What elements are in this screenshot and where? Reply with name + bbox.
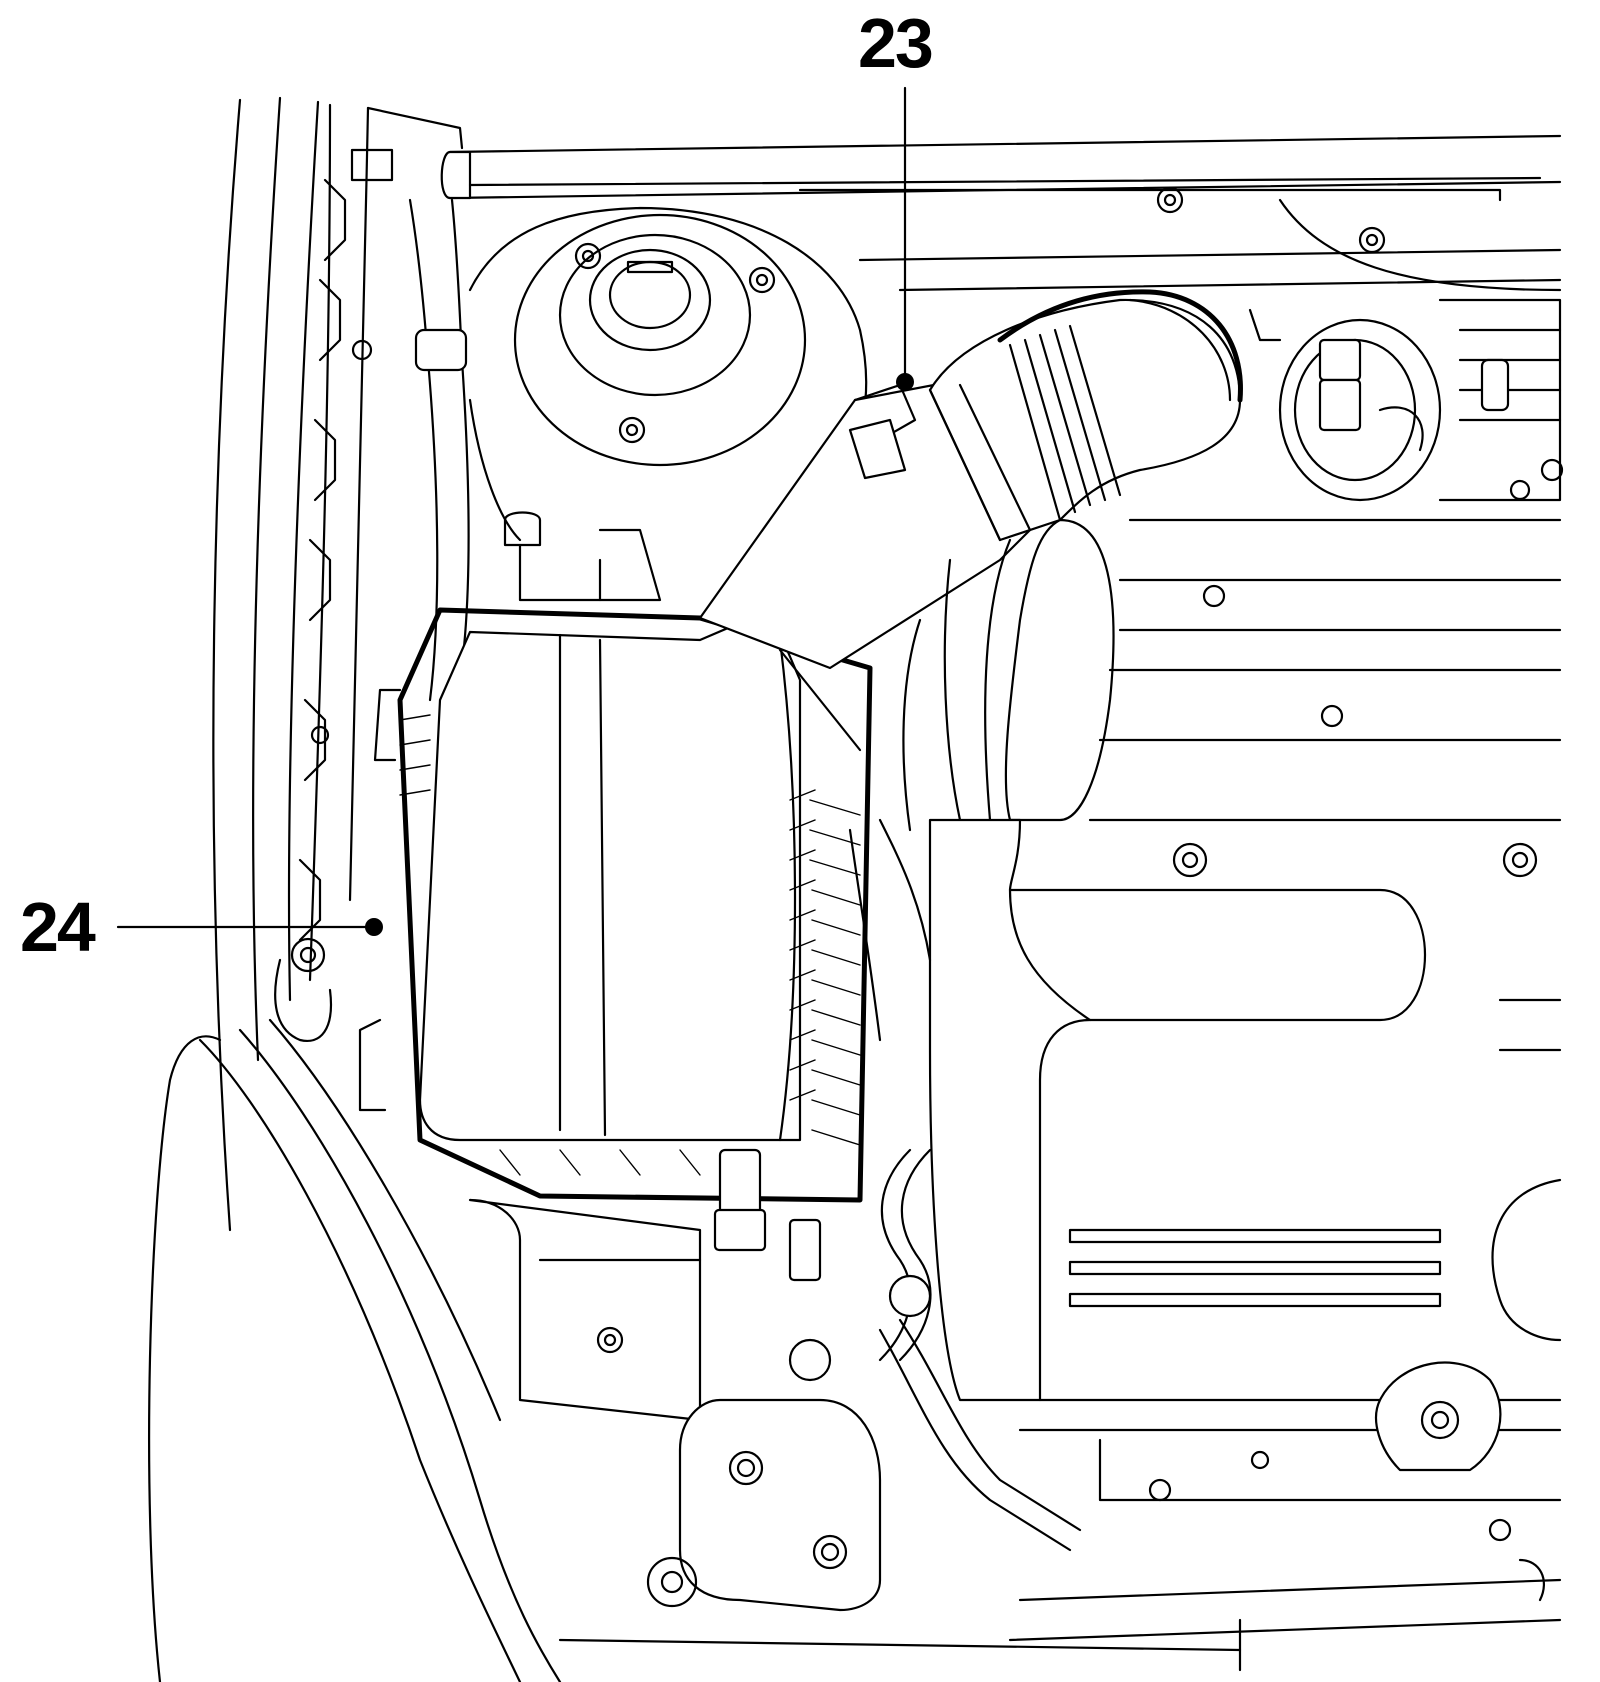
engine-cover-top — [1088, 518, 1562, 878]
air-filter-housing — [358, 607, 873, 1252]
left-fender — [148, 96, 562, 1682]
leader-lines — [116, 86, 914, 936]
intake-duct — [698, 289, 1243, 670]
callout-24: 24 — [20, 888, 96, 966]
lower-components — [468, 818, 1562, 1672]
leader-dot-24 — [365, 918, 383, 936]
sensor-connector — [1248, 298, 1564, 502]
inner-fender-panel — [274, 103, 464, 1042]
engine-cover-main — [928, 818, 1562, 1432]
leader-dot-23 — [896, 373, 914, 391]
vertical-hose — [408, 198, 470, 702]
top-crossmember — [440, 134, 1562, 292]
callout-23: 23 — [858, 4, 934, 82]
intake-hose — [902, 518, 1115, 832]
